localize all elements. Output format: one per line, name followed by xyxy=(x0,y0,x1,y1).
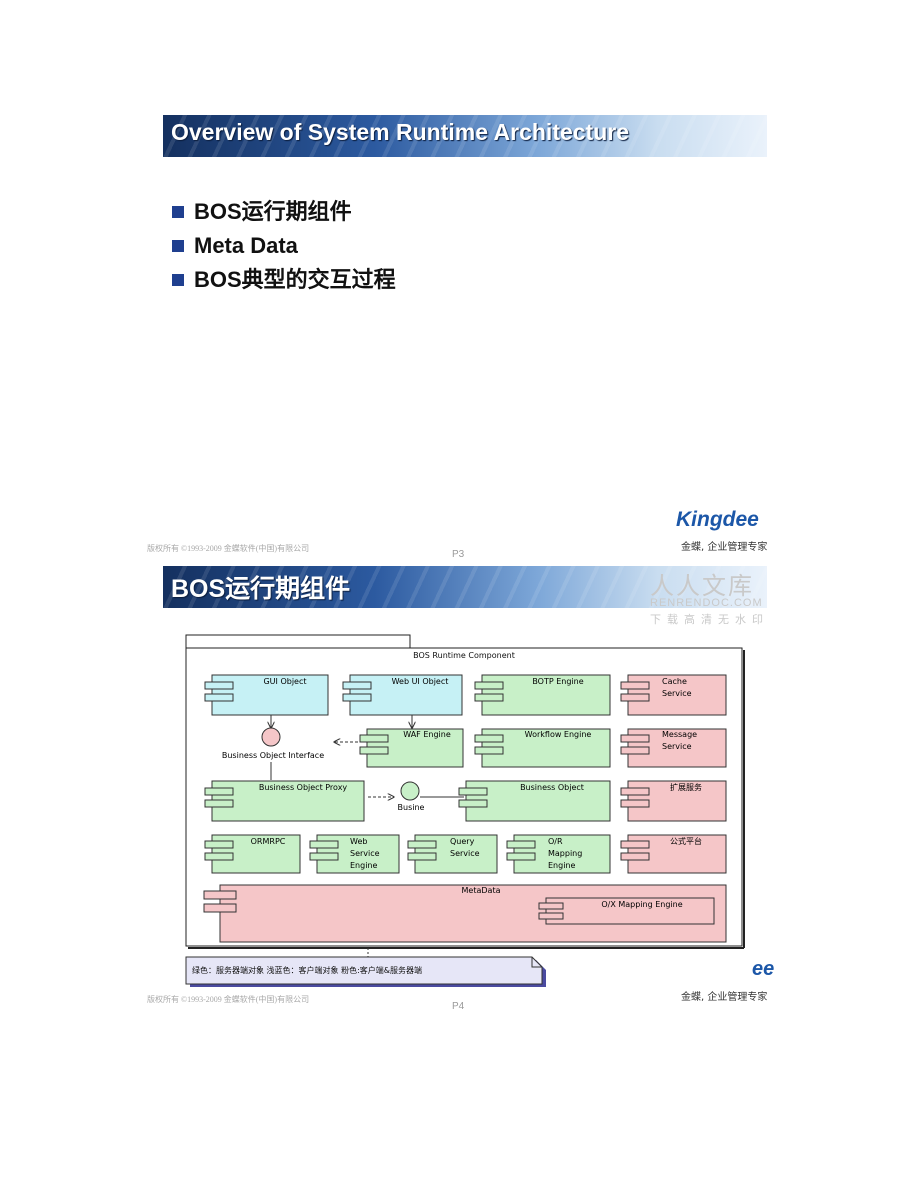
component-label: Service xyxy=(662,689,692,698)
bullet-item: Meta Data xyxy=(172,229,396,263)
interface-label: Busine xyxy=(398,803,425,812)
interface-label: Business Object Interface xyxy=(222,751,324,760)
package-label: BOS Runtime Component xyxy=(413,651,515,660)
component-label: Query xyxy=(450,837,475,846)
component-label: Web UI Object xyxy=(392,677,449,686)
component-label: WAF Engine xyxy=(403,730,451,739)
ext-service-component: 扩展服务 xyxy=(620,780,727,822)
square-bullet-icon xyxy=(172,274,184,286)
webui-object-component: Web UI Object xyxy=(342,674,463,716)
bullet-list: BOS运行期组件 Meta Data BOS典型的交互过程 xyxy=(172,195,396,297)
component-label: Web xyxy=(350,837,367,846)
component-label: Engine xyxy=(350,861,377,870)
botp-engine-component: BOTP Engine xyxy=(474,674,611,716)
watermark-en: RENRENDOC.COM xyxy=(650,597,763,609)
component-label: Service xyxy=(450,849,480,858)
note-text: 绿色：服务器端对象 浅蓝色：客户端对象 粉色:客户端&服务器端 xyxy=(192,965,422,975)
tagline: 金蝶, 企业管理专家 xyxy=(681,992,768,1003)
package-tab xyxy=(185,634,411,649)
component-label: Workflow Engine xyxy=(525,730,592,739)
component-label: 扩展服务 xyxy=(670,782,702,792)
copyright: 版权所有 ©1993-2009 金蝶软件(中国)有限公司 xyxy=(147,544,310,553)
business-object-component: Business Object xyxy=(458,780,611,822)
component-label: Business Object Proxy xyxy=(259,783,348,792)
component-label: ORMRPC xyxy=(251,837,286,846)
watermark-cn: 人人文库 xyxy=(650,572,754,600)
legend-note: 绿色：服务器端对象 浅蓝色：客户端对象 粉色:客户端&服务器端 xyxy=(185,956,546,987)
component-label: Service xyxy=(662,742,692,751)
title-banner: BOS运行期组件 xyxy=(163,566,767,608)
message-service-component: Message Service xyxy=(620,728,727,768)
bullet-item: BOS典型的交互过程 xyxy=(172,263,396,297)
or-mapping-engine-component: O/R Mapping Engine xyxy=(506,834,611,874)
kingdee-logo: Kingdee xyxy=(676,508,759,531)
component-label: BOTP Engine xyxy=(532,677,583,686)
query-service-component: Query Service xyxy=(407,834,498,874)
component-label: Message xyxy=(662,730,697,739)
page-number: P3 xyxy=(452,549,465,560)
component-label: Business Object xyxy=(520,783,584,792)
metadata-component: MetaData O/X Mapping Engine xyxy=(203,884,727,943)
component-label: Cache xyxy=(662,677,687,686)
component-label: Mapping xyxy=(548,849,582,858)
bullet-item: BOS运行期组件 xyxy=(172,195,396,229)
watermark-tag: 下载高清无水印 xyxy=(650,613,769,626)
bo-proxy-component: Business Object Proxy xyxy=(204,780,365,822)
slide-title: Overview of System Runtime Architecture xyxy=(171,119,630,145)
slide-title: BOS运行期组件 xyxy=(171,575,351,603)
busine-lollipop xyxy=(400,781,420,801)
waf-engine-component: WAF Engine xyxy=(359,728,464,768)
component-label: MetaData xyxy=(462,886,501,895)
square-bullet-icon xyxy=(172,206,184,218)
kingdee-logo-fragment: ee xyxy=(752,958,775,980)
cache-service-component: Cache Service xyxy=(620,674,727,716)
web-service-engine-component: Web Service Engine xyxy=(309,834,400,874)
ormrpc-component: ORMRPC xyxy=(204,834,301,874)
square-bullet-icon xyxy=(172,240,184,252)
gui-object-component: GUI Object xyxy=(204,674,329,716)
copyright: 版权所有 ©1993-2009 金蝶软件(中国)有限公司 xyxy=(147,995,310,1004)
title-banner: Overview of System Runtime Architecture xyxy=(163,115,767,157)
component-label: Service xyxy=(350,849,380,858)
page-number: P4 xyxy=(452,1001,465,1012)
component-label: O/R xyxy=(548,837,563,846)
component-label: Engine xyxy=(548,861,575,870)
bo-interface-lollipop xyxy=(261,727,281,747)
component-label: O/X Mapping Engine xyxy=(601,900,682,909)
workflow-engine-component: Workflow Engine xyxy=(474,728,611,768)
component-label: 公式平台 xyxy=(670,836,702,846)
tagline: 金蝶, 企业管理专家 xyxy=(681,542,768,553)
component-label: GUI Object xyxy=(263,677,306,686)
formula-platform-component: 公式平台 xyxy=(620,834,727,874)
